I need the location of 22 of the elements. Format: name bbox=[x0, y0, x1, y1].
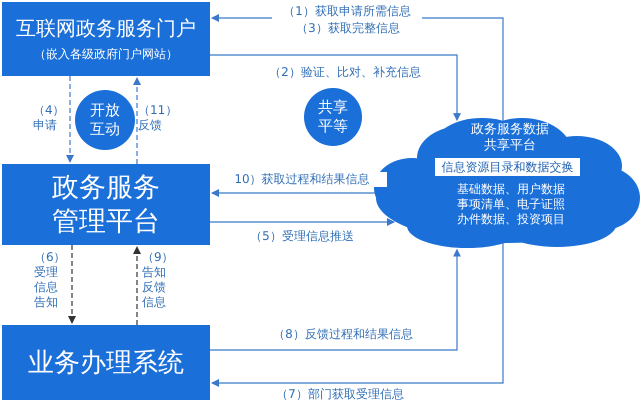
process-box bbox=[2, 2, 210, 76]
circle-node: 共享平等 bbox=[304, 88, 362, 146]
process-box bbox=[2, 325, 210, 400]
box-title: 政务服务管理平台 bbox=[51, 170, 161, 238]
arrow bbox=[211, 189, 374, 197]
arrow bbox=[211, 244, 504, 387]
cloud-text: 基础数据、用户数据事项清单、电子证照办件数据、投资项目 bbox=[456, 182, 566, 227]
arrow bbox=[210, 218, 395, 226]
box-subtitle: （嵌入各级政府门户网站） bbox=[34, 46, 178, 63]
edge-label: （1）获取申请所需信息 bbox=[272, 4, 422, 19]
box-title: 业务办理系统 bbox=[28, 346, 184, 378]
process-box bbox=[2, 164, 210, 245]
dashed-arrow bbox=[68, 245, 76, 324]
dashed-arrow bbox=[133, 77, 141, 164]
arrow bbox=[210, 248, 461, 351]
box-title: 互联网政务服务门户 bbox=[16, 15, 196, 41]
dashed-arrow bbox=[133, 246, 141, 325]
cloud-title: 政务服务数据共享平台 bbox=[470, 122, 550, 154]
caption-box: 信息资源目录和数据交换 bbox=[435, 158, 580, 176]
dashed-arrow bbox=[66, 76, 74, 163]
arrow bbox=[210, 54, 461, 122]
circle-node: 开放互动 bbox=[75, 90, 135, 150]
